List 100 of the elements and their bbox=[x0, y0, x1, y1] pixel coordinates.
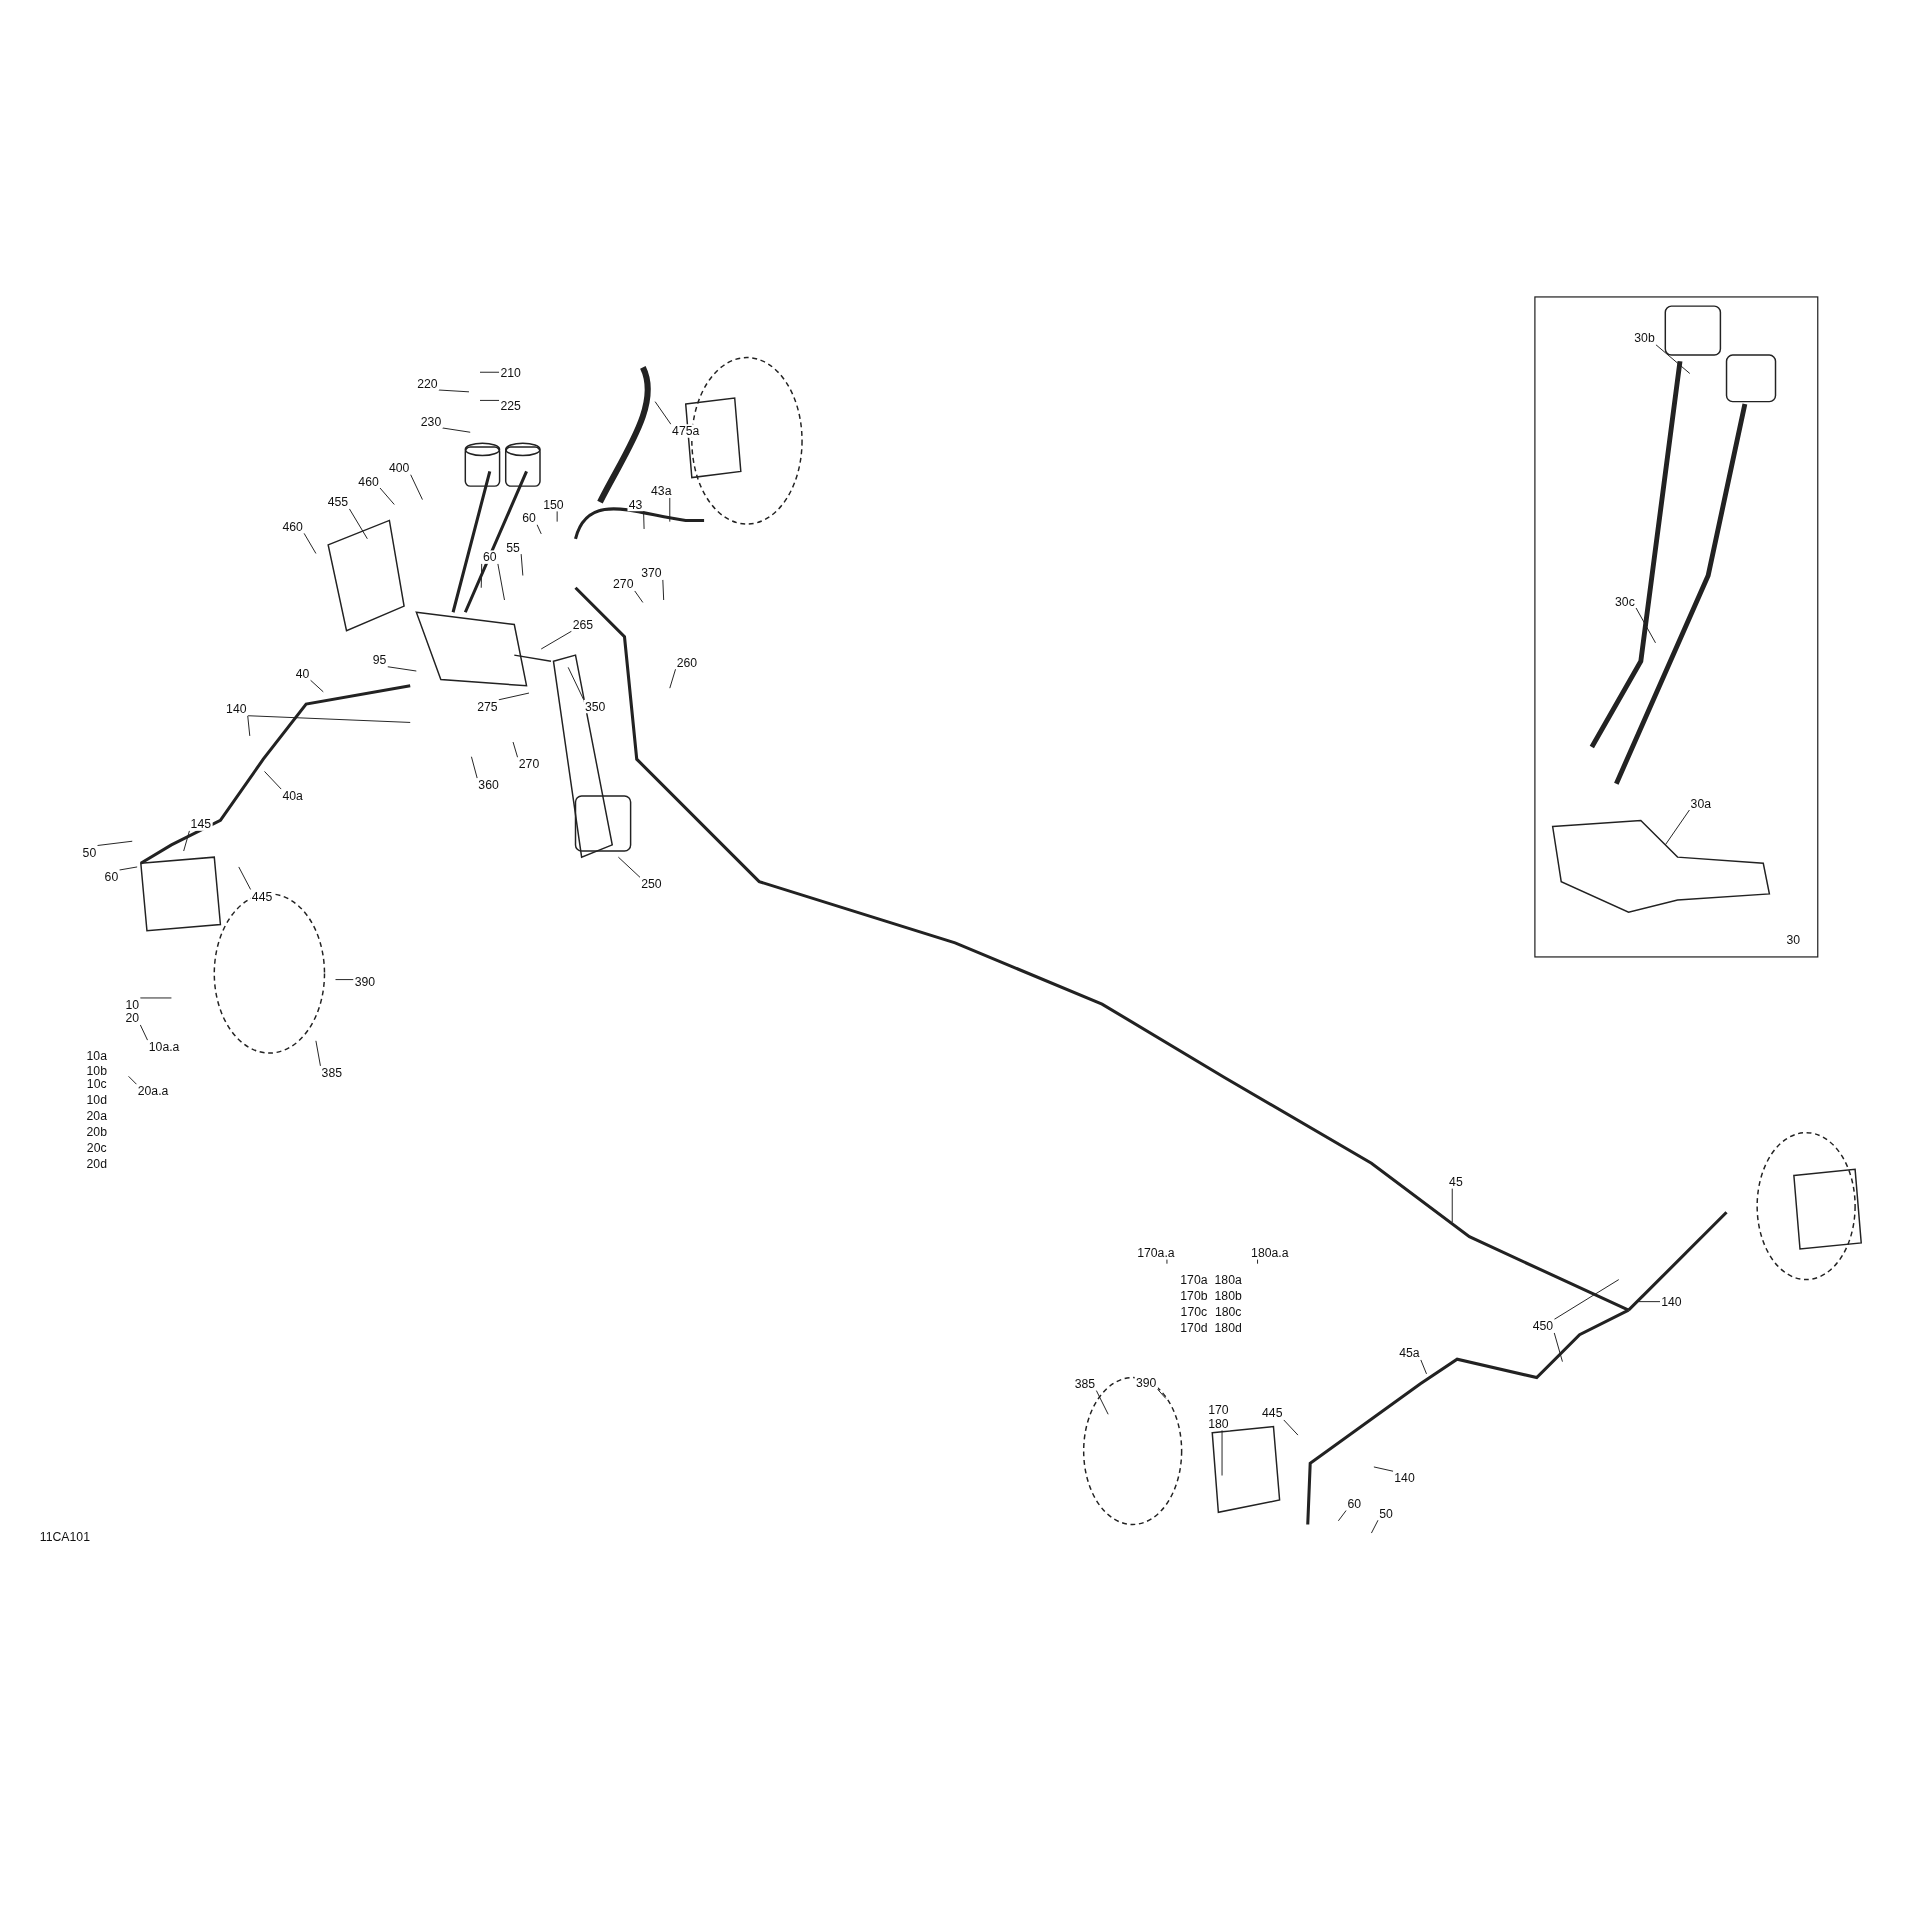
callout-number: 400 bbox=[387, 461, 411, 475]
leader-line bbox=[1337, 1509, 1347, 1522]
callout-number: 370 bbox=[640, 566, 663, 580]
leader-line bbox=[387, 666, 417, 672]
leader-line bbox=[335, 979, 354, 981]
leader-line bbox=[1553, 1332, 1563, 1363]
callout-number: 145 bbox=[189, 817, 213, 831]
leader-line bbox=[470, 756, 478, 779]
callout-number: 30 bbox=[1786, 933, 1800, 947]
leader-line bbox=[303, 532, 317, 554]
leader-line bbox=[669, 668, 677, 689]
leader-line bbox=[617, 856, 641, 878]
leader-line bbox=[498, 692, 530, 701]
callout-number: 45a bbox=[1397, 1346, 1421, 1360]
leader-line bbox=[540, 630, 572, 650]
callout-number: 10 20 bbox=[124, 997, 141, 1025]
callout-number: 140 bbox=[224, 702, 248, 716]
callout-number: 30c bbox=[1613, 594, 1636, 608]
callout-number: 460 bbox=[281, 519, 305, 534]
callout-number: 390 bbox=[353, 975, 377, 989]
leader-line bbox=[348, 508, 368, 540]
leader-line bbox=[512, 741, 519, 758]
callout-number: 270 bbox=[611, 577, 635, 591]
leader-line bbox=[1451, 1187, 1453, 1223]
leader-line bbox=[479, 399, 500, 401]
callout-number: 225 bbox=[499, 398, 523, 413]
callout-number: 360 bbox=[477, 778, 500, 792]
callout-number: 265 bbox=[571, 617, 595, 632]
callout-number: 150 bbox=[542, 497, 565, 512]
callout-number: 450 bbox=[1531, 1319, 1555, 1333]
leader-line bbox=[1166, 1258, 1168, 1265]
leader-line bbox=[139, 997, 172, 999]
callout-number: 250 bbox=[640, 877, 663, 891]
leader-line bbox=[247, 715, 411, 723]
callout-number: 445 bbox=[250, 889, 274, 904]
leader-line bbox=[567, 666, 585, 701]
leader-line bbox=[662, 579, 665, 601]
callout-number: 275 bbox=[475, 699, 499, 714]
leader-line bbox=[1655, 344, 1691, 374]
callout-number: 260 bbox=[675, 655, 699, 670]
leader-line bbox=[1420, 1359, 1427, 1375]
leader-line bbox=[310, 679, 324, 693]
leader-line bbox=[238, 866, 252, 891]
callout-number: 30a bbox=[1689, 796, 1713, 810]
callout-number: 60 bbox=[103, 870, 120, 884]
leader-line bbox=[497, 563, 505, 601]
leader-line bbox=[654, 401, 672, 425]
callout-number: 50 bbox=[81, 845, 98, 859]
leader-line bbox=[1373, 1466, 1394, 1472]
callout-number: 43a bbox=[649, 484, 673, 498]
callout-number: 40 bbox=[294, 666, 311, 681]
leader-line bbox=[315, 1040, 321, 1067]
callout-number: 445 bbox=[1260, 1406, 1284, 1420]
callout-number: 220 bbox=[415, 376, 439, 390]
callout-number: 475a bbox=[670, 424, 701, 438]
callout-number: 170 180 bbox=[1206, 1403, 1230, 1431]
leader-line bbox=[520, 553, 524, 576]
callout-number: 55 bbox=[505, 540, 522, 555]
callout-number: 210 bbox=[499, 365, 523, 379]
callout-number: 50 bbox=[1378, 1506, 1395, 1521]
leader-line bbox=[1283, 1419, 1299, 1436]
leader-line bbox=[410, 474, 423, 501]
leader-line bbox=[97, 840, 133, 846]
callout-number: 45 bbox=[1447, 1174, 1464, 1189]
leader-line bbox=[634, 590, 644, 603]
callout-number: 180a.a bbox=[1249, 1245, 1290, 1260]
leader-line bbox=[536, 524, 542, 535]
leader-line bbox=[1370, 1519, 1379, 1534]
callout-number: 10a.a bbox=[147, 1040, 181, 1054]
leader-line bbox=[128, 1075, 137, 1085]
leader-line bbox=[480, 563, 483, 589]
callout-number: 60 bbox=[520, 511, 537, 525]
callout-number: 30b bbox=[1633, 331, 1656, 345]
leader-line bbox=[479, 371, 500, 373]
callout-number: 455 bbox=[326, 495, 350, 509]
callout-number: 385 bbox=[1073, 1376, 1097, 1391]
leader-line bbox=[669, 497, 671, 523]
callout-number: 60 bbox=[481, 550, 498, 564]
callout-number: 230 bbox=[419, 414, 443, 428]
leader-line bbox=[1637, 1301, 1661, 1303]
leader-line bbox=[1553, 1279, 1620, 1320]
callout-number: 20a.a bbox=[136, 1084, 170, 1098]
leader-line bbox=[379, 487, 395, 505]
leader-line bbox=[556, 510, 558, 523]
leader-line bbox=[139, 1024, 149, 1041]
callout-number: 40a bbox=[281, 789, 305, 803]
callout-number: 350 bbox=[583, 699, 607, 714]
leader-line bbox=[1157, 1388, 1167, 1399]
callout-number: 95 bbox=[371, 653, 388, 667]
callout-number: 385 bbox=[320, 1065, 344, 1080]
leader-line bbox=[183, 830, 190, 852]
leader-line bbox=[264, 770, 282, 790]
callout-number: 60 bbox=[1346, 1496, 1363, 1511]
callout-number: 390 bbox=[1134, 1375, 1158, 1390]
leader-line bbox=[247, 715, 251, 737]
callout-number: 460 bbox=[357, 474, 380, 488]
callout-number: 270 bbox=[517, 757, 541, 771]
leader-line bbox=[1664, 809, 1690, 846]
callout-number: 43 bbox=[627, 497, 644, 512]
leader-line bbox=[438, 389, 470, 393]
